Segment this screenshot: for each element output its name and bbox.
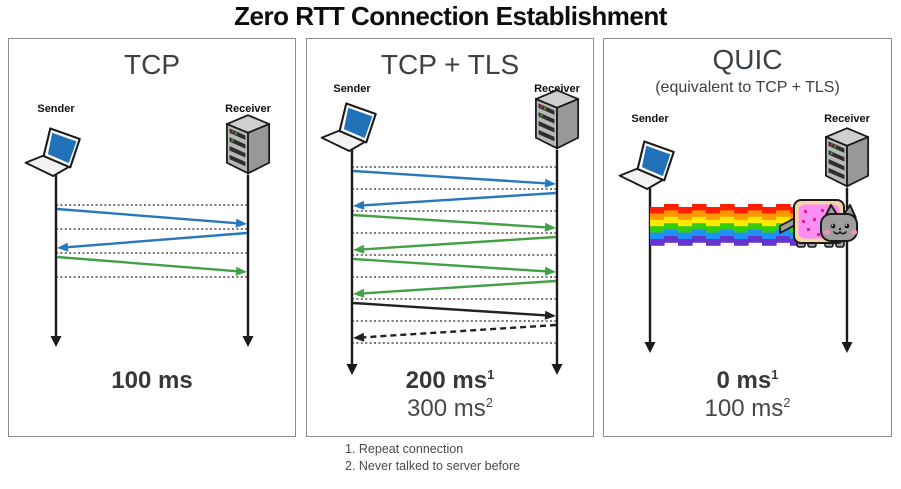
laptop-icon <box>320 102 377 152</box>
laptop-icon <box>24 127 81 177</box>
receiver-label: Receiver <box>534 83 580 95</box>
server-icon <box>226 114 271 175</box>
page-title: Zero RTT Connection Establishment <box>234 1 667 31</box>
nyan-cat <box>779 199 858 248</box>
panel-tcp-tls: TCP + TLS Sender Receiver 200 ms1 300 ms… <box>306 38 594 437</box>
sender-label: Sender <box>37 103 75 115</box>
sequence-diagram <box>320 89 580 375</box>
sequence-diagram <box>618 127 870 353</box>
lifelines-and-arrows <box>346 150 563 375</box>
footnote-1: 1. Repeat connection <box>345 442 464 456</box>
rainbow-trail <box>650 204 798 246</box>
panel-title: TCP + TLS <box>380 49 520 80</box>
server-icon <box>825 127 870 188</box>
time-secondary: 300 ms2 <box>407 395 493 422</box>
sender-label: Sender <box>333 83 371 95</box>
laptop-icon <box>618 140 675 190</box>
receiver-label: Receiver <box>824 113 870 125</box>
sender-label: Sender <box>631 113 669 125</box>
panel-title: QUIC <box>712 44 783 75</box>
footnote-2: 2. Never talked to server before <box>345 459 521 473</box>
panel-quic: QUIC (equivalent to TCP + TLS) Sender Re… <box>603 38 892 437</box>
panel-title: TCP <box>124 49 180 80</box>
lifelines-and-arrows <box>50 175 254 347</box>
time-primary: 100 ms <box>111 367 193 394</box>
footnotes: 1. Repeat connection 2. Never talked to … <box>345 441 520 475</box>
receiver-label: Receiver <box>225 103 271 115</box>
panel-tcp: TCP Sender Receiver 100 ms <box>8 38 296 437</box>
time-primary: 0 ms1 <box>716 367 779 394</box>
server-icon <box>535 89 580 150</box>
sequence-diagram <box>24 114 271 347</box>
time-secondary: 100 ms2 <box>704 395 791 422</box>
time-primary: 200 ms1 <box>405 367 495 394</box>
panel-subtitle: (equivalent to TCP + TLS) <box>655 79 840 96</box>
